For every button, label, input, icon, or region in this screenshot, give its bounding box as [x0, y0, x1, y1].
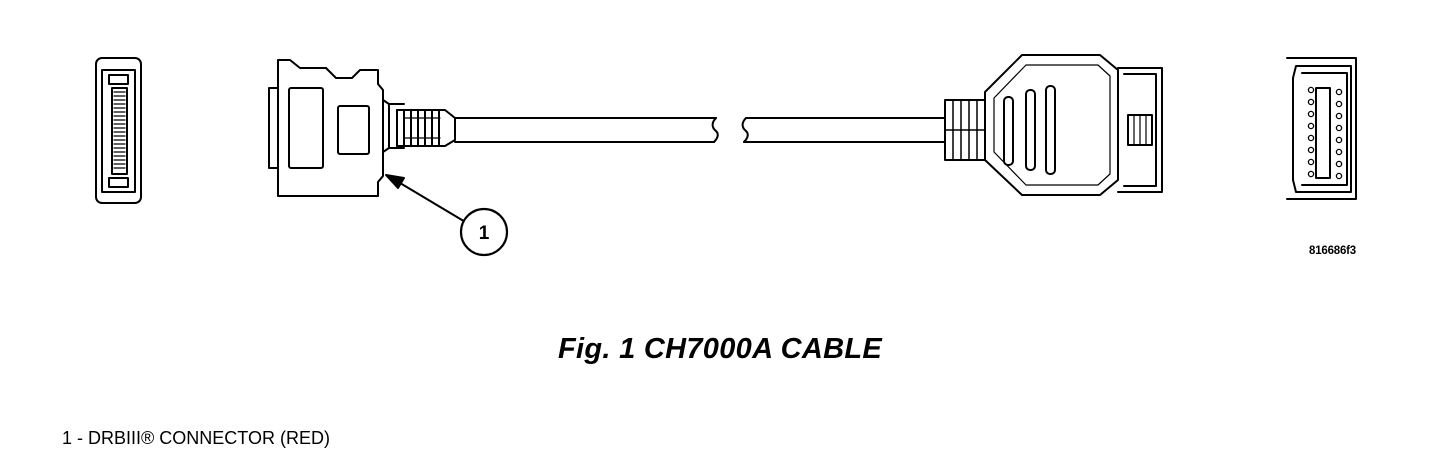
drbiii-connector	[268, 59, 456, 197]
callout-legend-item-1: 1 - DRBIII® CONNECTOR (RED)	[62, 428, 330, 448]
cable	[454, 117, 946, 143]
figure-code: 816686f3	[1309, 245, 1356, 257]
callout-leader-1	[385, 174, 509, 257]
callout-number-1: 1	[479, 223, 490, 244]
figure-caption: Fig. 1 CH7000A CABLE	[558, 333, 882, 365]
drbiii-connector-end-view	[95, 57, 142, 204]
obd-connector	[944, 54, 1163, 196]
obd-connector-end-view	[1286, 57, 1357, 200]
